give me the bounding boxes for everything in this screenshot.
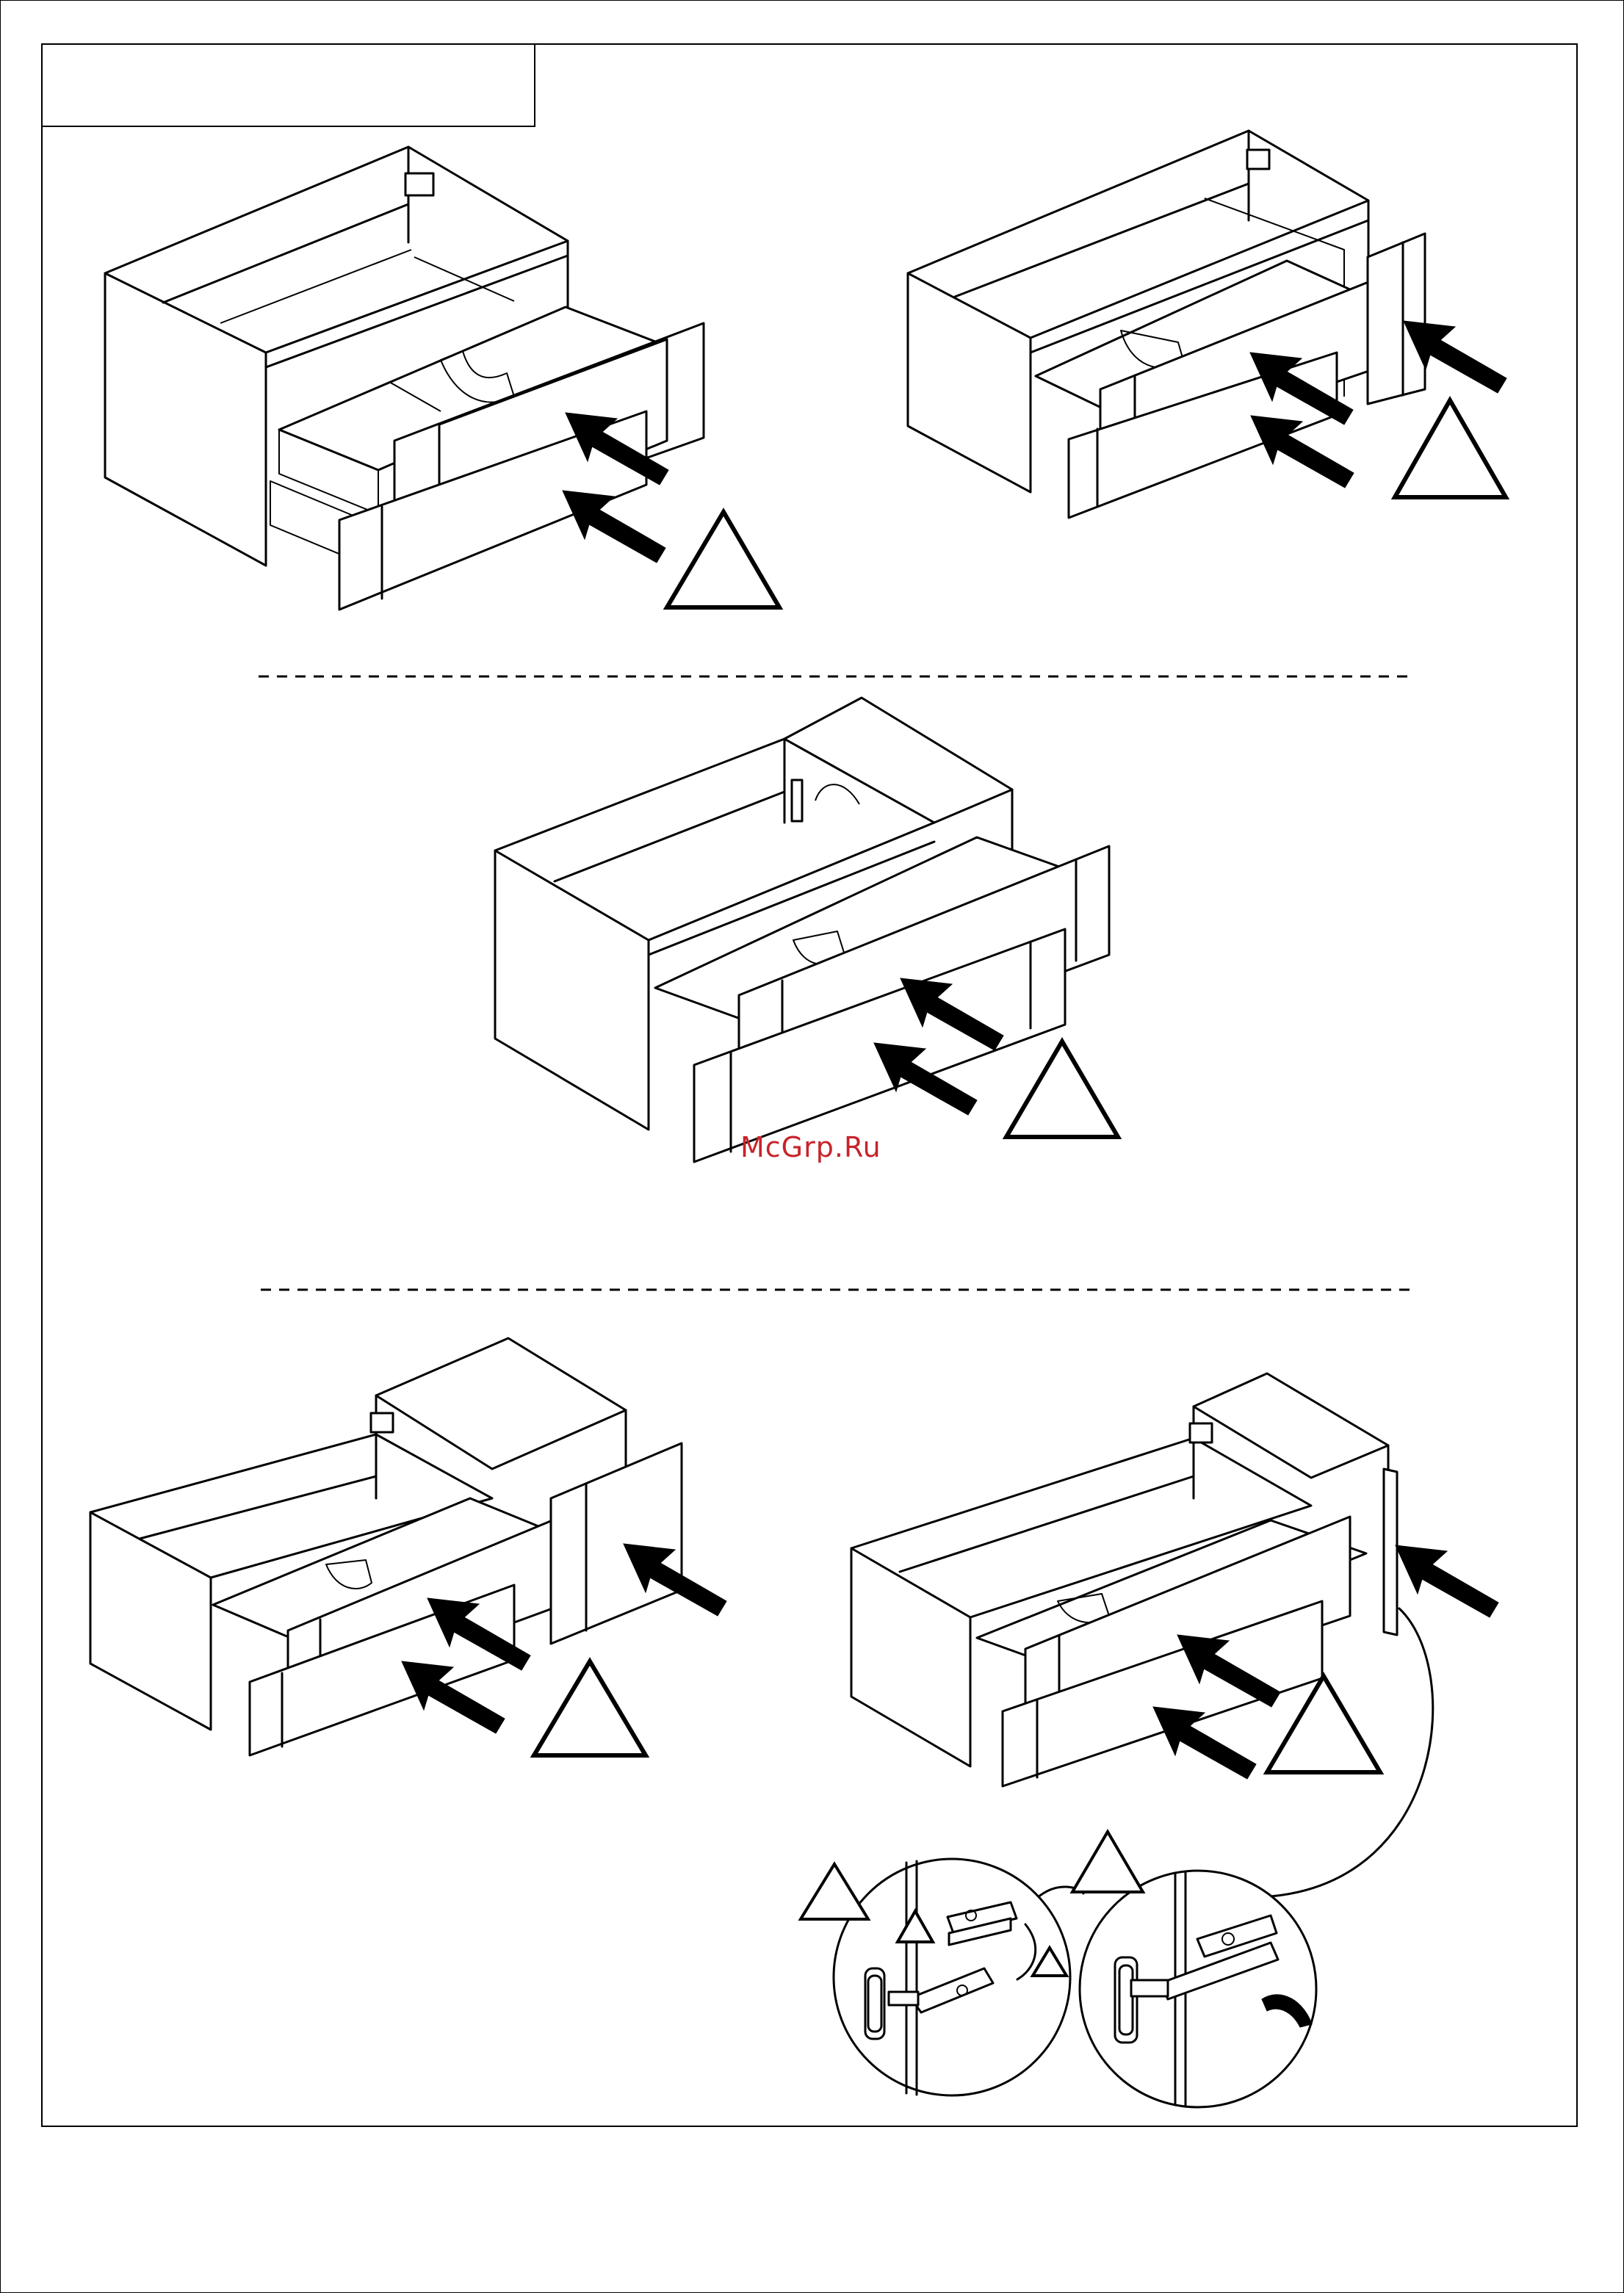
- triangle-warning-icon: [534, 1661, 646, 1755]
- cabinet-side-panel: [851, 1548, 970, 1766]
- cabinet-side-panel: [90, 1512, 211, 1730]
- triangle-warning-icon: [667, 512, 779, 607]
- panel-center: [495, 698, 1118, 1162]
- watermark-text: McGrp.Ru: [740, 1131, 881, 1163]
- side-unit-top: [1194, 1373, 1388, 1478]
- cabinet-side-panel: [908, 273, 1031, 492]
- push-arrow-icon: [1396, 1545, 1498, 1617]
- side-unit-top: [376, 1338, 626, 1469]
- panel-bottom-right: [801, 1373, 1498, 2107]
- push-arrow-icon: [563, 491, 665, 563]
- triangle-warning-icon: [1395, 400, 1506, 497]
- side-door: [551, 1443, 682, 1644]
- shelf-unit-top: [784, 698, 1012, 823]
- triangle-warning-icon: [801, 1864, 868, 1919]
- panel-top-right: [908, 131, 1506, 518]
- cabinet-side-panel: [495, 851, 649, 1130]
- open-door: [1384, 1469, 1397, 1635]
- triangle-warning-icon: [1006, 1041, 1118, 1137]
- triangle-warning-icon: [1072, 1832, 1143, 1892]
- panel-top-left: [105, 147, 779, 610]
- cabinet-side-panel: [105, 273, 266, 566]
- hinge-detail-icon: [1080, 1871, 1316, 2107]
- side-door: [1368, 234, 1425, 404]
- panel-bottom-left: [90, 1338, 726, 1755]
